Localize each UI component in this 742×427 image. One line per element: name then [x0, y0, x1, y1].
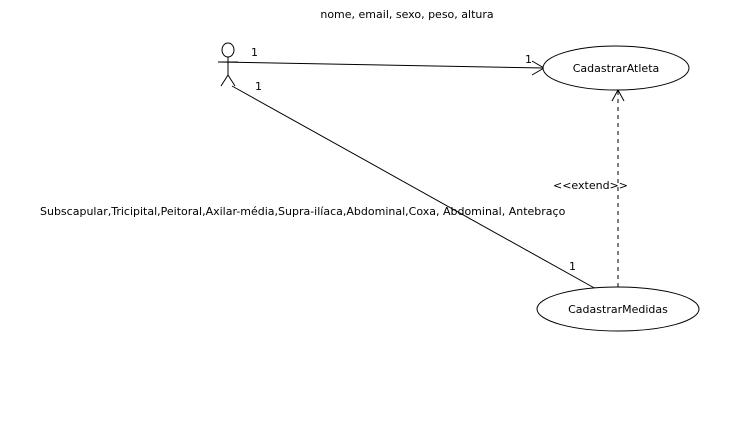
multiplicity-actor-medidas-usecase-end: 1 — [569, 260, 576, 273]
use-case-cadastrar-atleta-label: CadastrarAtleta — [573, 62, 660, 75]
use-case-cadastrar-medidas-label: CadastrarMedidas — [568, 303, 668, 316]
use-case-cadastrar-atleta[interactable]: CadastrarAtleta — [542, 45, 690, 91]
association-actor-cadastrar-medidas[interactable] — [231, 85, 599, 291]
atleta-attributes-note: nome, email, sexo, peso, altura — [320, 8, 493, 21]
extend-stereotype-label: <<extend>> — [553, 179, 628, 192]
multiplicity-actor-medidas-actor-end: 1 — [255, 80, 262, 93]
actor-stick-figure[interactable] — [218, 42, 238, 87]
use-case-cadastrar-medidas[interactable]: CadastrarMedidas — [536, 286, 700, 332]
multiplicity-actor-atleta-usecase-end: 1 — [525, 53, 532, 66]
multiplicity-actor-atleta-actor-end: 1 — [251, 46, 258, 59]
association-actor-cadastrar-atleta[interactable] — [218, 60, 545, 76]
medidas-attributes-note: Subscapular,Tricipital,Peitoral,Axilar-m… — [40, 205, 566, 218]
